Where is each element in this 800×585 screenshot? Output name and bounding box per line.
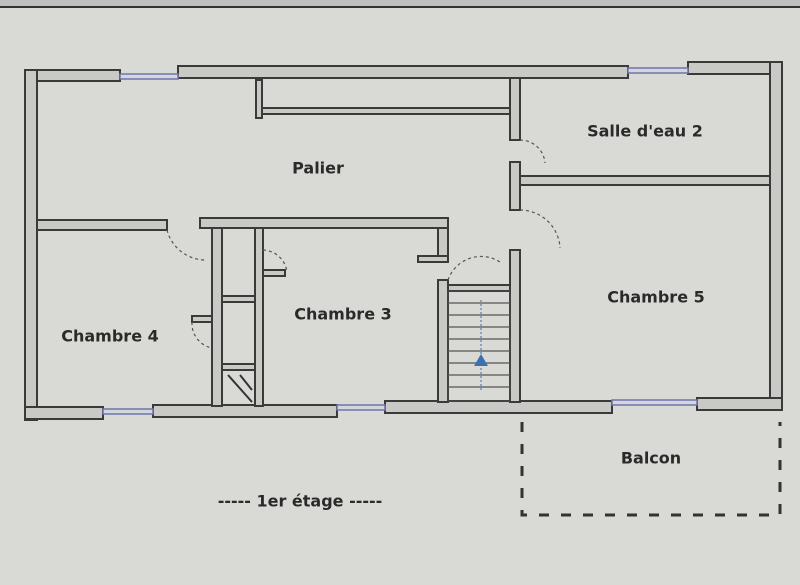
wall-stair [447,284,511,292]
stair-arrow-icon [474,354,488,366]
wall-closet [262,269,286,277]
floor-label: ----- 1er étage ----- [217,491,383,511]
window [119,73,179,80]
wall-palier [36,219,168,231]
wall-bottom-1 [24,406,104,420]
wall-bottom-4 [696,397,783,411]
walls [24,61,783,421]
wall-bottom-2 [152,404,338,418]
window [611,399,698,406]
balcony-outline [520,422,782,517]
wall-closet [221,363,256,371]
room-label-chambre-5: Chambre 5 [607,287,705,307]
wall-ch4 [191,315,213,323]
wall-right [769,61,783,411]
wall-palier [199,217,449,229]
wall-left [24,69,38,421]
room-label-chambre-4: Chambre 4 [61,326,159,346]
door-swing [519,139,546,164]
room-label-balcon: Balcon [620,448,682,468]
door-swing [447,255,501,281]
wall-salle-eau [519,175,771,186]
door-swing [166,229,208,261]
cropped-header-strip [0,0,800,8]
door-swing [262,249,288,273]
wall-ch3 [417,255,449,263]
wall-closet [254,227,264,407]
doors [166,139,561,349]
closet-wall [261,107,513,115]
room-label-chambre-3: Chambre 3 [294,304,392,324]
wall-vertical [509,77,521,141]
door-swing [191,321,213,349]
window [102,408,154,415]
wall-ch3 [437,279,449,403]
wall-top-left [24,69,121,82]
door-swing [519,209,561,249]
wall-closet [221,295,256,303]
wall-top-center [177,65,629,79]
window [627,67,689,74]
wall-ch3 [437,227,449,259]
closet-wall [255,79,263,119]
wall-top-right [687,61,783,75]
wall-bottom-3 [384,400,613,414]
wall-vertical [509,161,521,211]
staircase [447,290,511,402]
wall-ch4 [211,227,223,407]
room-label-palier: Palier [292,158,344,178]
window [336,404,386,411]
wall-vertical [509,249,521,403]
room-label-salle-eau-2: Salle d'eau 2 [587,121,703,141]
